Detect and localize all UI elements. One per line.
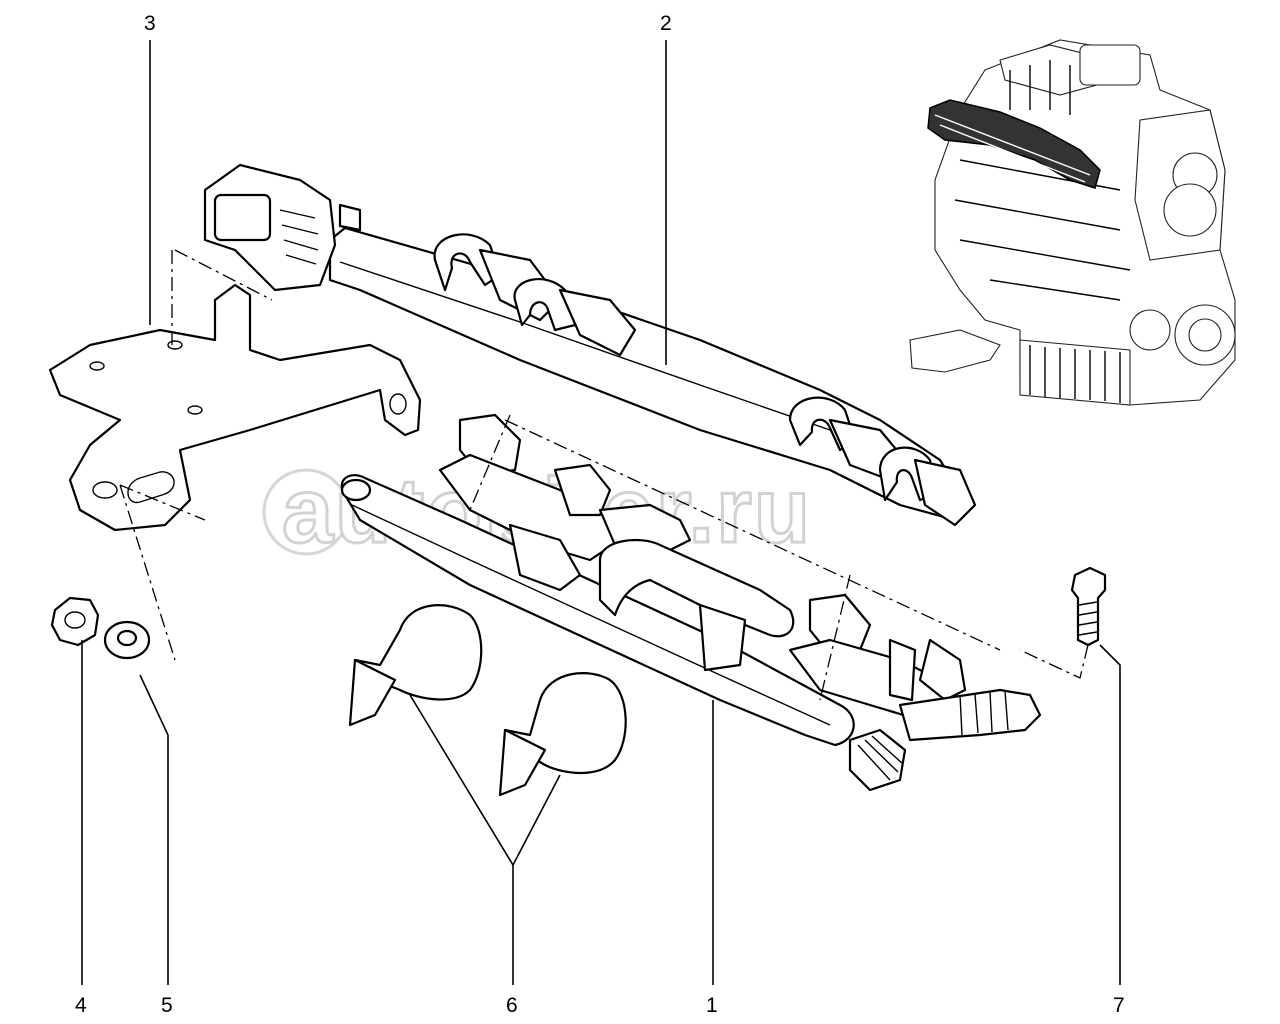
callout-labels: 3 2 4 5 6 1 7 — [75, 12, 1125, 1017]
callout-2: 2 — [660, 12, 672, 35]
callout-5: 5 — [161, 994, 173, 1017]
callout-1: 1 — [706, 994, 718, 1017]
part-2-wiring-harness — [203, 163, 977, 527]
part-4-nut — [50, 596, 100, 647]
part-5-washer — [103, 620, 151, 660]
part-1-fuel-rail — [340, 413, 1042, 792]
callout-4: 4 — [75, 994, 87, 1017]
part-7-bolt — [1019, 566, 1107, 679]
callout-6: 6 — [506, 994, 518, 1017]
leader-lines — [81, 40, 1121, 985]
part-6-clips — [348, 604, 627, 797]
engine-overview-illustration — [909, 39, 1236, 406]
callout-7: 7 — [1113, 994, 1125, 1017]
callout-3: 3 — [144, 12, 156, 35]
part-3-mounting-bracket — [48, 249, 422, 532]
